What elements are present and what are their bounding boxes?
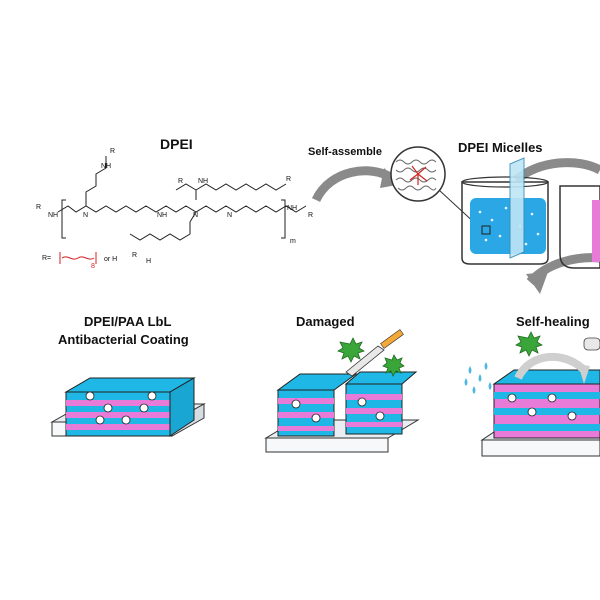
micelle-icon bbox=[390, 146, 479, 227]
amine-nh-2: NH bbox=[157, 212, 168, 219]
amine-nh-upper-right: NH bbox=[198, 178, 209, 185]
beaker-icon bbox=[461, 157, 600, 269]
self-healing-title: Self-healing bbox=[516, 314, 590, 329]
amine-h-lower: H bbox=[146, 258, 152, 265]
coating-title-line2: Antibacterial Coating bbox=[58, 332, 189, 347]
amine-n-2: N bbox=[193, 212, 199, 219]
r-group-upper-right-a: R bbox=[178, 178, 184, 185]
coating-block-damaged bbox=[264, 371, 420, 453]
coating-block-intact bbox=[50, 377, 206, 437]
amine-nh-right: NH bbox=[287, 205, 298, 212]
dpei-title: DPEI bbox=[160, 136, 193, 152]
or-h-label: or H bbox=[104, 256, 118, 263]
r-group-left: R bbox=[36, 204, 42, 211]
dpei-micelles-title: DPEI Micelles bbox=[458, 140, 543, 155]
dpei-structure bbox=[57, 156, 307, 264]
subscript-8: 8 bbox=[91, 263, 95, 270]
r-group-lower: R bbox=[132, 252, 138, 259]
bacteria-icon bbox=[337, 331, 543, 377]
r-definition: R= bbox=[42, 255, 52, 262]
r-group-upper-left: R bbox=[110, 148, 116, 155]
amine-nh-left: NH bbox=[48, 212, 59, 219]
amine-n-1: N bbox=[83, 212, 89, 219]
r-group-upper-right-b: R bbox=[286, 176, 292, 183]
amine-nh-upper-left: NH bbox=[101, 163, 112, 170]
r-group-right: R bbox=[308, 212, 314, 219]
coating-title-line1: DPEI/PAA LbL bbox=[84, 314, 172, 329]
circular-arrow-icon bbox=[311, 158, 600, 294]
amine-n-3: N bbox=[227, 212, 233, 219]
subscript-m: m bbox=[290, 238, 296, 245]
scalpel-icon bbox=[345, 329, 404, 377]
coating-block-healing bbox=[480, 337, 600, 457]
damaged-title: Damaged bbox=[296, 314, 355, 329]
self-assemble-label: Self-assemble bbox=[308, 146, 382, 158]
water-droplet-icon bbox=[464, 362, 492, 394]
